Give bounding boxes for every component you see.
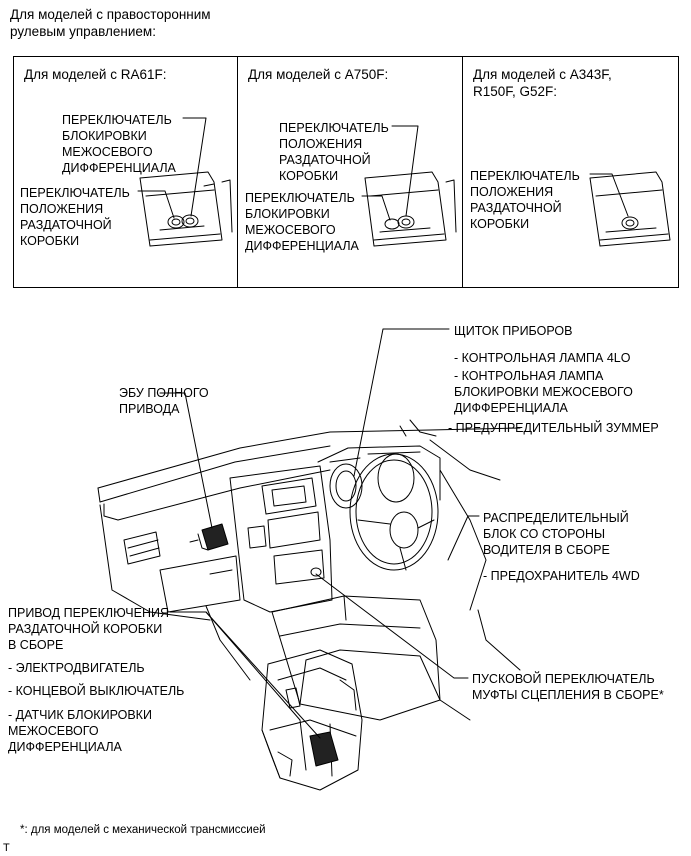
transfer-position-switch-label: ПЕРЕКЛЮЧАТЕЛЬ ПОЛОЖЕНИЯ РАЗДАТОЧНОЙ КОРО… <box>279 121 389 183</box>
transfer-actuator-illustration <box>261 649 363 791</box>
actuator-item-motor: - ЭЛЕКТРОДВИГАТЕЛЬ <box>8 661 145 675</box>
center-diff-lock-switch-label: ПЕРЕКЛЮЧАТЕЛЬ БЛОКИРОВКИ МЕЖОСЕВОГО ДИФФ… <box>245 191 359 253</box>
panel-title-ra61f: Для моделей с RA61F: <box>24 67 167 82</box>
fuse-4wd-label: - ПРЕДОХРАНИТЕЛЬ 4WD <box>483 569 640 583</box>
panel-title-a750f: Для моделей с A750F: <box>248 67 389 82</box>
transfer-position-switch-label: ПЕРЕКЛЮЧАТЕЛЬ ПОЛОЖЕНИЯ РАЗДАТОЧНОЙ КОРО… <box>20 186 130 248</box>
meter-item-buzzer: - ПРЕДУПРЕДИТЕЛЬНЫЙ ЗУММЕР <box>448 421 659 435</box>
combination-meter-label: ЩИТОК ПРИБОРОВ <box>454 324 573 338</box>
dashboard-illustration <box>97 419 521 721</box>
transfer-position-switch-label: ПЕРЕКЛЮЧАТЕЛЬ ПОЛОЖЕНИЯ РАЗДАТОЧНОЙ КОРО… <box>470 169 580 231</box>
main-leader-lines <box>159 328 480 739</box>
junction-block-label: РАСПРЕДЕЛИТЕЛЬНЫЙ БЛОК СО СТОРОНЫ ВОДИТЕ… <box>483 511 629 557</box>
footnote: *: для моделей с механической трансмисси… <box>20 824 266 836</box>
4wd-ecu-label: ЭБУ ПОЛНОГО ПРИВОДА <box>119 386 209 416</box>
clutch-start-switch-label: ПУСКОВОЙ ПЕРЕКЛЮЧАТЕЛЬ МУФТЫ СЦЕПЛЕНИЯ В… <box>472 672 664 702</box>
center-diff-lock-switch-label: ПЕРЕКЛЮЧАТЕЛЬ БЛОКИРОВКИ МЕЖОСЕВОГО ДИФФ… <box>62 113 176 175</box>
meter-item-4lo-lamp: - КОНТРОЛЬНАЯ ЛАМПА 4LO <box>454 351 631 365</box>
console-illustration-a343f <box>589 171 671 247</box>
leader-lines-a343f <box>589 173 629 217</box>
transfer-actuator-label: ПРИВОД ПЕРЕКЛЮЧЕНИЯ РАЗДАТОЧНОЙ КОРОБКИ … <box>8 606 170 652</box>
corner-mark: T <box>3 842 10 854</box>
actuator-item-diff-lock-sensor: - ДАТЧИК БЛОКИРОВКИ МЕЖОСЕВОГО ДИФФЕРЕНЦ… <box>8 708 152 754</box>
console-illustration-a750f <box>364 171 457 247</box>
panel-a343f <box>462 56 679 288</box>
panel-title-a343f: Для моделей с A343F, R150F, G52F: <box>473 67 612 99</box>
leader-lines-ra61f <box>137 117 207 219</box>
ecu-illustration <box>189 523 229 551</box>
header-note: Для моделей с правосторонним рулевым упр… <box>10 7 211 39</box>
leader-lines-a750f <box>361 125 419 221</box>
console-illustration-ra61f <box>139 171 233 247</box>
meter-item-diff-lock-lamp: - КОНТРОЛЬНАЯ ЛАМПА БЛОКИРОВКИ МЕЖОСЕВОГ… <box>454 369 633 415</box>
actuator-item-limit-switch: - КОНЦЕВОЙ ВЫКЛЮЧАТЕЛЬ <box>8 684 185 698</box>
